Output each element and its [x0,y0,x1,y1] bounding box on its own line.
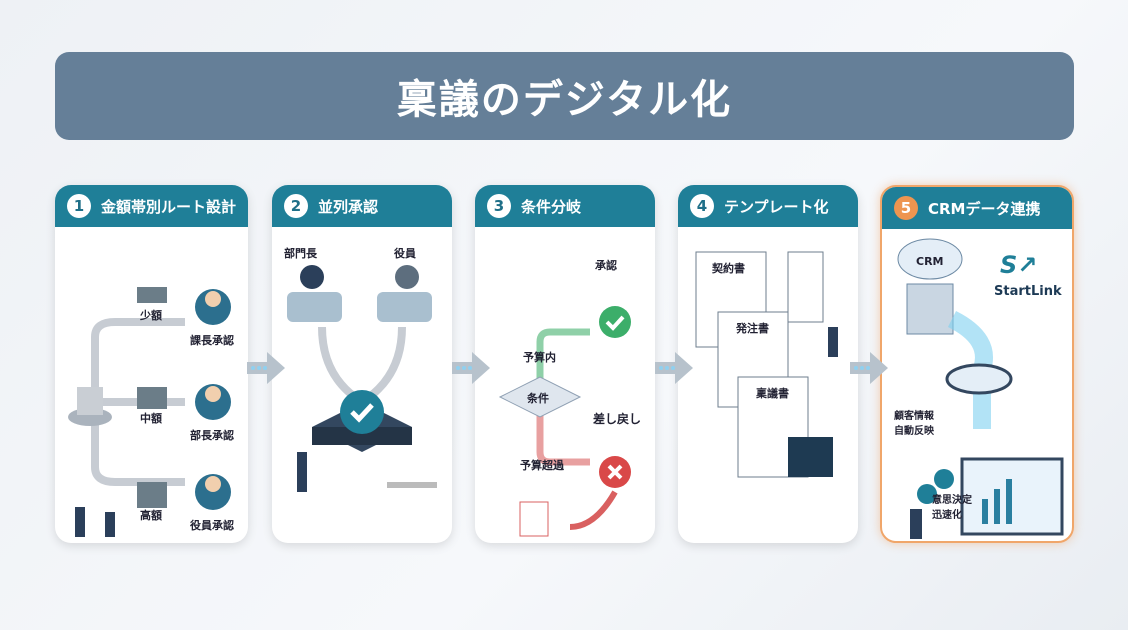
label-crm: CRM [916,255,944,268]
label-contract: 契約書 [712,262,745,275]
step-card-3: 3 条件分岐 承認 予算内 条件 差し戻し 予算超過 [475,185,655,543]
step-card-1: 1 金額帯別ルート設計 少額 課長承認 中額 部長承認 高額 役員承認 [55,185,248,543]
brand-name: StartLink [994,284,1062,299]
label-approve: 承認 [595,259,617,272]
label-high: 高額 [140,509,162,522]
conditional-branch-illustration [498,306,631,537]
step-title: CRMデータ連携 [928,199,1041,218]
step-title: 条件分岐 [521,197,582,216]
label-executive: 役員 [394,247,416,260]
label-high-approver: 役員承認 [190,519,234,532]
step-card-2: 2 並列承認 部門長 役員 [272,185,452,543]
label-send-back: 差し戻し [593,412,642,426]
arrow-right-icon [247,352,285,384]
step-number: 1 [67,194,91,218]
label-mid-approver: 部長承認 [190,429,234,442]
arrow-right-icon [452,352,490,384]
label-within-budget: 予算内 [523,351,556,364]
parallel-approval-illustration [287,265,437,492]
label-dept-head: 部門長 [284,247,317,260]
page-title: 稟議のデジタル化 [55,52,1074,140]
label-customer-info: 顧客情報 自動反映 [894,411,934,437]
label-small: 少額 [140,309,162,322]
templates-illustration [695,251,838,478]
label-condition: 条件 [527,392,549,405]
step-title: 金額帯別ルート設計 [101,197,237,216]
startlink-logo: S↗ [1000,251,1038,279]
label-ringi: 稟議書 [756,387,789,400]
step-number: 5 [894,196,918,220]
amount-routing-illustration [68,287,231,537]
crm-integration-illustration [897,238,1064,539]
label-small-approver: 課長承認 [190,334,234,347]
label-purchase-order: 発注書 [736,322,769,335]
step-card-4: 4 テンプレート化 契約書 発注書 稟議書 [678,185,858,543]
label-over-budget: 予算超過 [520,459,564,472]
label-mid: 中額 [140,412,162,425]
step-title: 並列承認 [318,197,379,216]
step-number: 3 [487,194,511,218]
step-title: テンプレート化 [724,197,829,216]
step-number: 2 [284,194,308,218]
arrow-right-icon [850,352,888,384]
label-decision: 意思決定 迅速化 [932,495,972,521]
step-card-5: 5 CRMデータ連携 CRM S↗ StartLink 顧客情報 自動反映 意思決… [880,185,1074,543]
step-number: 4 [690,194,714,218]
arrow-right-icon [655,352,693,384]
